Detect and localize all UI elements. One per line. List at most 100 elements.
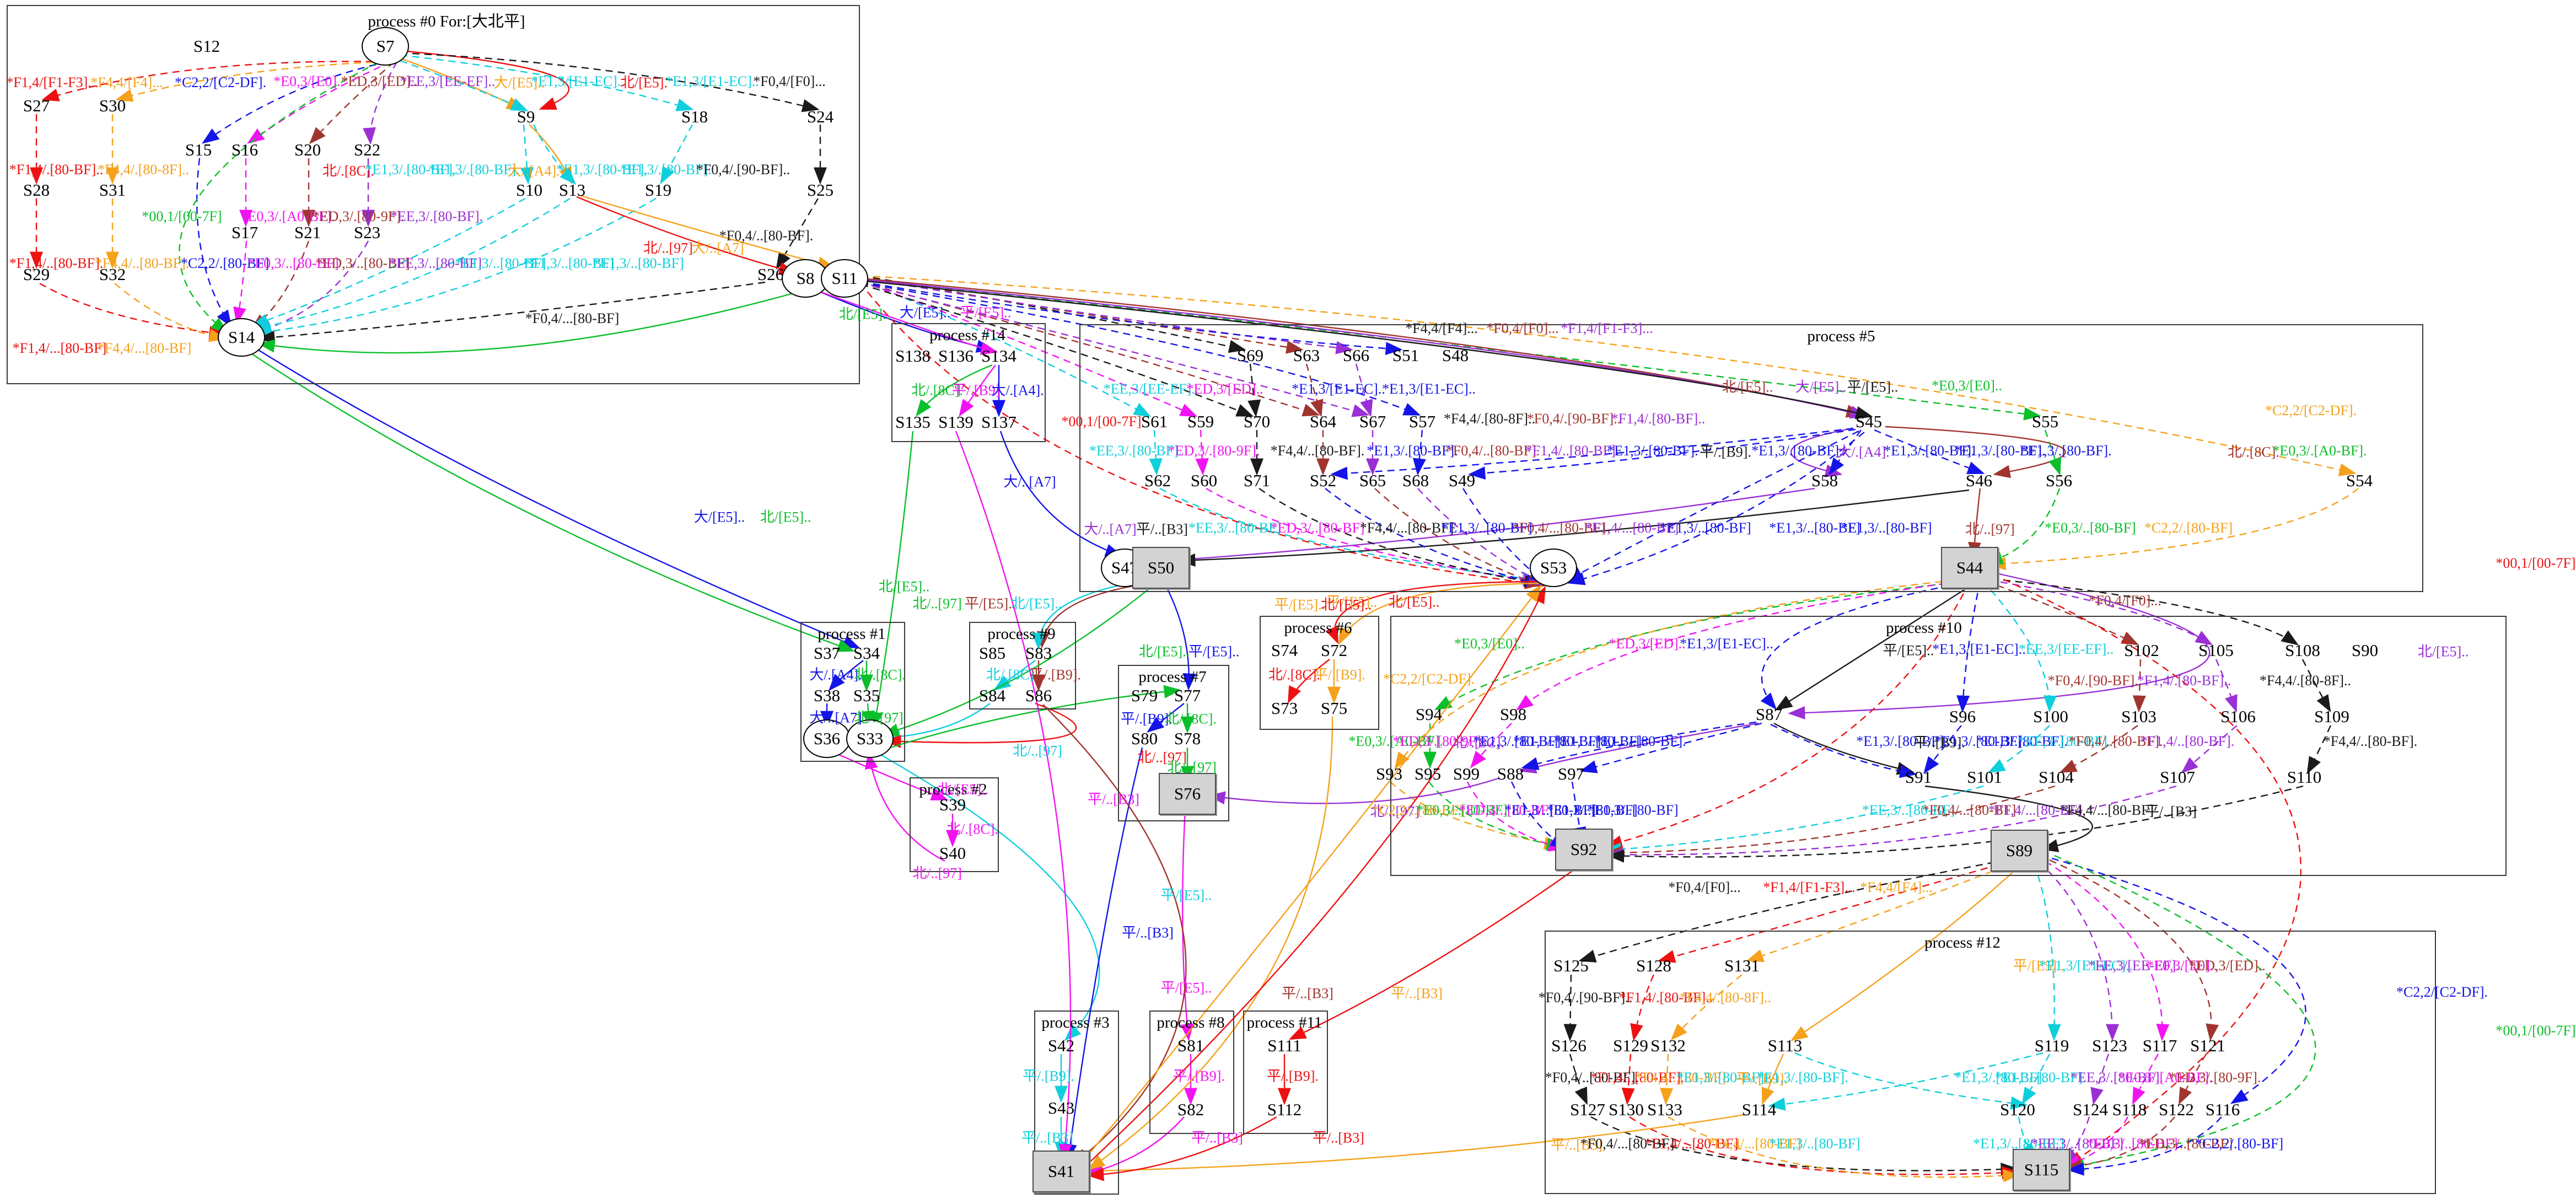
transition-label: *E1,3/.[80-BF]. — [620, 162, 712, 178]
transition-edge — [1259, 488, 1542, 588]
transition-edge — [1794, 1052, 2028, 1110]
transition-label: 平/.[B9]. — [1267, 1068, 1319, 1084]
transition-label: *F1,4/[F1-F3]... — [1763, 879, 1856, 895]
state-s54: S54 — [2346, 471, 2373, 490]
transition-edge — [859, 282, 1542, 589]
transition-edge — [1629, 1116, 2019, 1180]
transition-edge — [2090, 1054, 2110, 1105]
state-s95: S95 — [1414, 764, 1442, 783]
transition-label: *F1,4/.[80-BF].. — [1611, 411, 1706, 427]
transition-edge — [1305, 363, 1324, 417]
state-s125: S125 — [1553, 956, 1589, 975]
state-s121: S121 — [2190, 1036, 2225, 1055]
transition-label: *F1,4/..[80-BF]. — [1590, 1069, 1685, 1085]
transition-edge — [39, 282, 227, 340]
transition-edge — [1605, 582, 1970, 848]
transition-label: *F1,4/...[80-BF] — [1584, 520, 1679, 536]
transition-label: *C2,2/[C2-DF]. — [174, 74, 267, 90]
transition-edge — [2051, 857, 2306, 1104]
transition-label: 平/..[B3] — [1136, 521, 1188, 538]
transition-edge — [202, 61, 389, 144]
transition-edge — [1992, 573, 2301, 1167]
transition-label: *F1,4/.[80-BF].. — [1618, 990, 1713, 1006]
transition-label: 北/.[8C]. — [911, 382, 963, 399]
transition-label: *ED,3/.[80-9F]. — [1392, 733, 1485, 749]
transition-label: 平/..[B3] — [1122, 925, 1174, 941]
transition-label: 北/..[97] — [854, 710, 904, 726]
transition-label: *ED,3/..[80-BF] — [2138, 1136, 2233, 1152]
state-s130: S130 — [1609, 1100, 1644, 1119]
transition-label: 北/..[97] — [1167, 759, 1217, 776]
transition-edge — [1987, 725, 2050, 773]
state-s58: S58 — [1811, 471, 1838, 490]
process-box-p9 — [969, 622, 1076, 710]
transition-label: 平/[E5].. — [2013, 958, 2064, 974]
transition-edge — [883, 685, 1181, 751]
transition-label: *ED,3/.[80-9F]. — [312, 208, 405, 224]
transition-label: 大/.[A4]. — [507, 163, 560, 179]
transition-edge — [251, 197, 526, 327]
transition-edge — [2132, 659, 2146, 713]
state-s52: S52 — [1309, 471, 1337, 490]
state-s100: S100 — [2033, 707, 2068, 726]
transition-label: *E1,3/.[80-BF]. — [1976, 733, 2068, 749]
state-s45: S45 — [1855, 412, 1883, 431]
process-title-p1: process #1 — [818, 625, 886, 643]
state-s14: S14 — [218, 318, 265, 357]
transition-label: 平/..[B3] — [2145, 803, 2197, 820]
transition-label: 北/[E5].. — [1138, 643, 1190, 660]
transition-label: *EE,3/.[80-BF]. — [2070, 1069, 2164, 1085]
state-s24: S24 — [806, 107, 834, 126]
state-s40: S40 — [939, 843, 966, 863]
state-s138: S138 — [895, 346, 931, 366]
transition-label: 北/[E5].. — [937, 781, 989, 798]
transition-label: 平/..[B3] — [1313, 1130, 1364, 1146]
transition-edge — [776, 198, 819, 270]
state-s128: S128 — [1636, 956, 1671, 975]
transition-edge — [2215, 659, 2238, 713]
state-s63: S63 — [1293, 346, 1320, 365]
transition-edge — [1660, 1054, 1674, 1105]
state-s88: S88 — [1497, 764, 1524, 783]
transition-edge — [400, 52, 820, 112]
transition-edge — [1988, 579, 2213, 646]
state-s114: S114 — [1741, 1100, 1777, 1119]
transition-edge — [2306, 725, 2332, 775]
state-s68: S68 — [1402, 471, 1429, 490]
state-s34: S34 — [853, 643, 880, 663]
transition-label: *F1,4/...[80-BF] — [12, 340, 107, 356]
state-s8: S8 — [782, 259, 829, 298]
state-s118: S118 — [2112, 1100, 2147, 1119]
transition-label: *EE,3/..[80-BF] — [2030, 1136, 2124, 1152]
transition-label: *E0,3/[E0].. — [1932, 378, 2002, 394]
state-s109: S109 — [2314, 707, 2349, 726]
state-s96: S96 — [1949, 707, 1976, 726]
transition-label: *E1,3/.[80-BF]. — [1554, 733, 1645, 749]
transition-label: 大/[E5].. — [493, 74, 545, 91]
transition-label: *00,1/[00-7F] — [2496, 1023, 2576, 1039]
transition-edge — [1607, 785, 2304, 863]
transition-label: 北/.[8C]. — [854, 666, 906, 683]
transition-label: *EE,3/[EE-EF].. — [1103, 381, 1199, 397]
transition-label: *F0,4/[F0]... — [753, 73, 826, 89]
transition-label: *E1,3/.[80-BF]. — [1934, 733, 2026, 749]
state-s35: S35 — [853, 686, 880, 705]
transition-label: *E0,3/..[80-BF] — [1416, 802, 1508, 818]
transition-edge — [1330, 427, 1854, 480]
state-s32: S32 — [99, 265, 126, 284]
transition-edge — [1991, 578, 2299, 646]
transition-label: *EE,3/[EE-EF].. — [2018, 641, 2114, 657]
state-s30: S30 — [99, 96, 126, 115]
transition-label: 北/[E5].. — [878, 578, 930, 595]
transition-label: *E0,3/..[80-BF] — [2086, 1136, 2178, 1152]
transition-label: *E0,3/[E0].. — [1454, 636, 1525, 652]
transition-edge — [576, 196, 797, 275]
transition-label: *F0,4/[F0]... — [2089, 593, 2161, 609]
transition-edge — [257, 291, 798, 354]
transition-label: *F1,4/.[80-BF].. — [2137, 673, 2231, 689]
state-s28: S28 — [23, 180, 50, 200]
transition-label: 北/.[8C]. — [322, 163, 374, 179]
state-s49: S49 — [1448, 471, 1476, 490]
transition-label: 北/[E5]. — [620, 74, 668, 91]
state-s9: S9 — [517, 107, 535, 126]
